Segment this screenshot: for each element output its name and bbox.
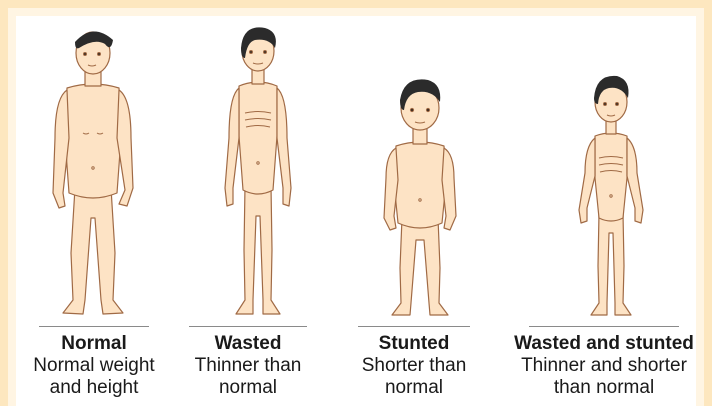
caption-title: Stunted (352, 333, 476, 355)
caption-wasted: Wasted Thinner than normal (182, 326, 314, 399)
caption-description: than normal (504, 377, 704, 399)
caption-description: Shorter than (352, 355, 476, 377)
wasted-child-illustration (203, 18, 313, 323)
caption-title: Normal (28, 333, 160, 355)
caption-description: Thinner and shorter (504, 355, 704, 377)
caption-divider (529, 326, 679, 327)
stunted-child-illustration (370, 18, 470, 323)
caption-normal: Normal Normal weight and height (28, 326, 160, 399)
caption-description: and height (28, 377, 160, 399)
caption-description: normal (182, 377, 314, 399)
caption-divider (39, 326, 149, 327)
caption-title: Wasted and stunted (504, 333, 704, 355)
caption-description: normal (352, 377, 476, 399)
caption-wasted-and-stunted: Wasted and stunted Thinner and shorter t… (504, 326, 704, 399)
caption-divider (189, 326, 307, 327)
wasted-and-stunted-child-illustration (561, 18, 661, 323)
caption-title: Wasted (182, 333, 314, 355)
caption-description: Normal weight (28, 355, 160, 377)
caption-divider (358, 326, 470, 327)
normal-child-illustration (33, 18, 153, 323)
caption-description: Thinner than (182, 355, 314, 377)
caption-stunted: Stunted Shorter than normal (352, 326, 476, 399)
